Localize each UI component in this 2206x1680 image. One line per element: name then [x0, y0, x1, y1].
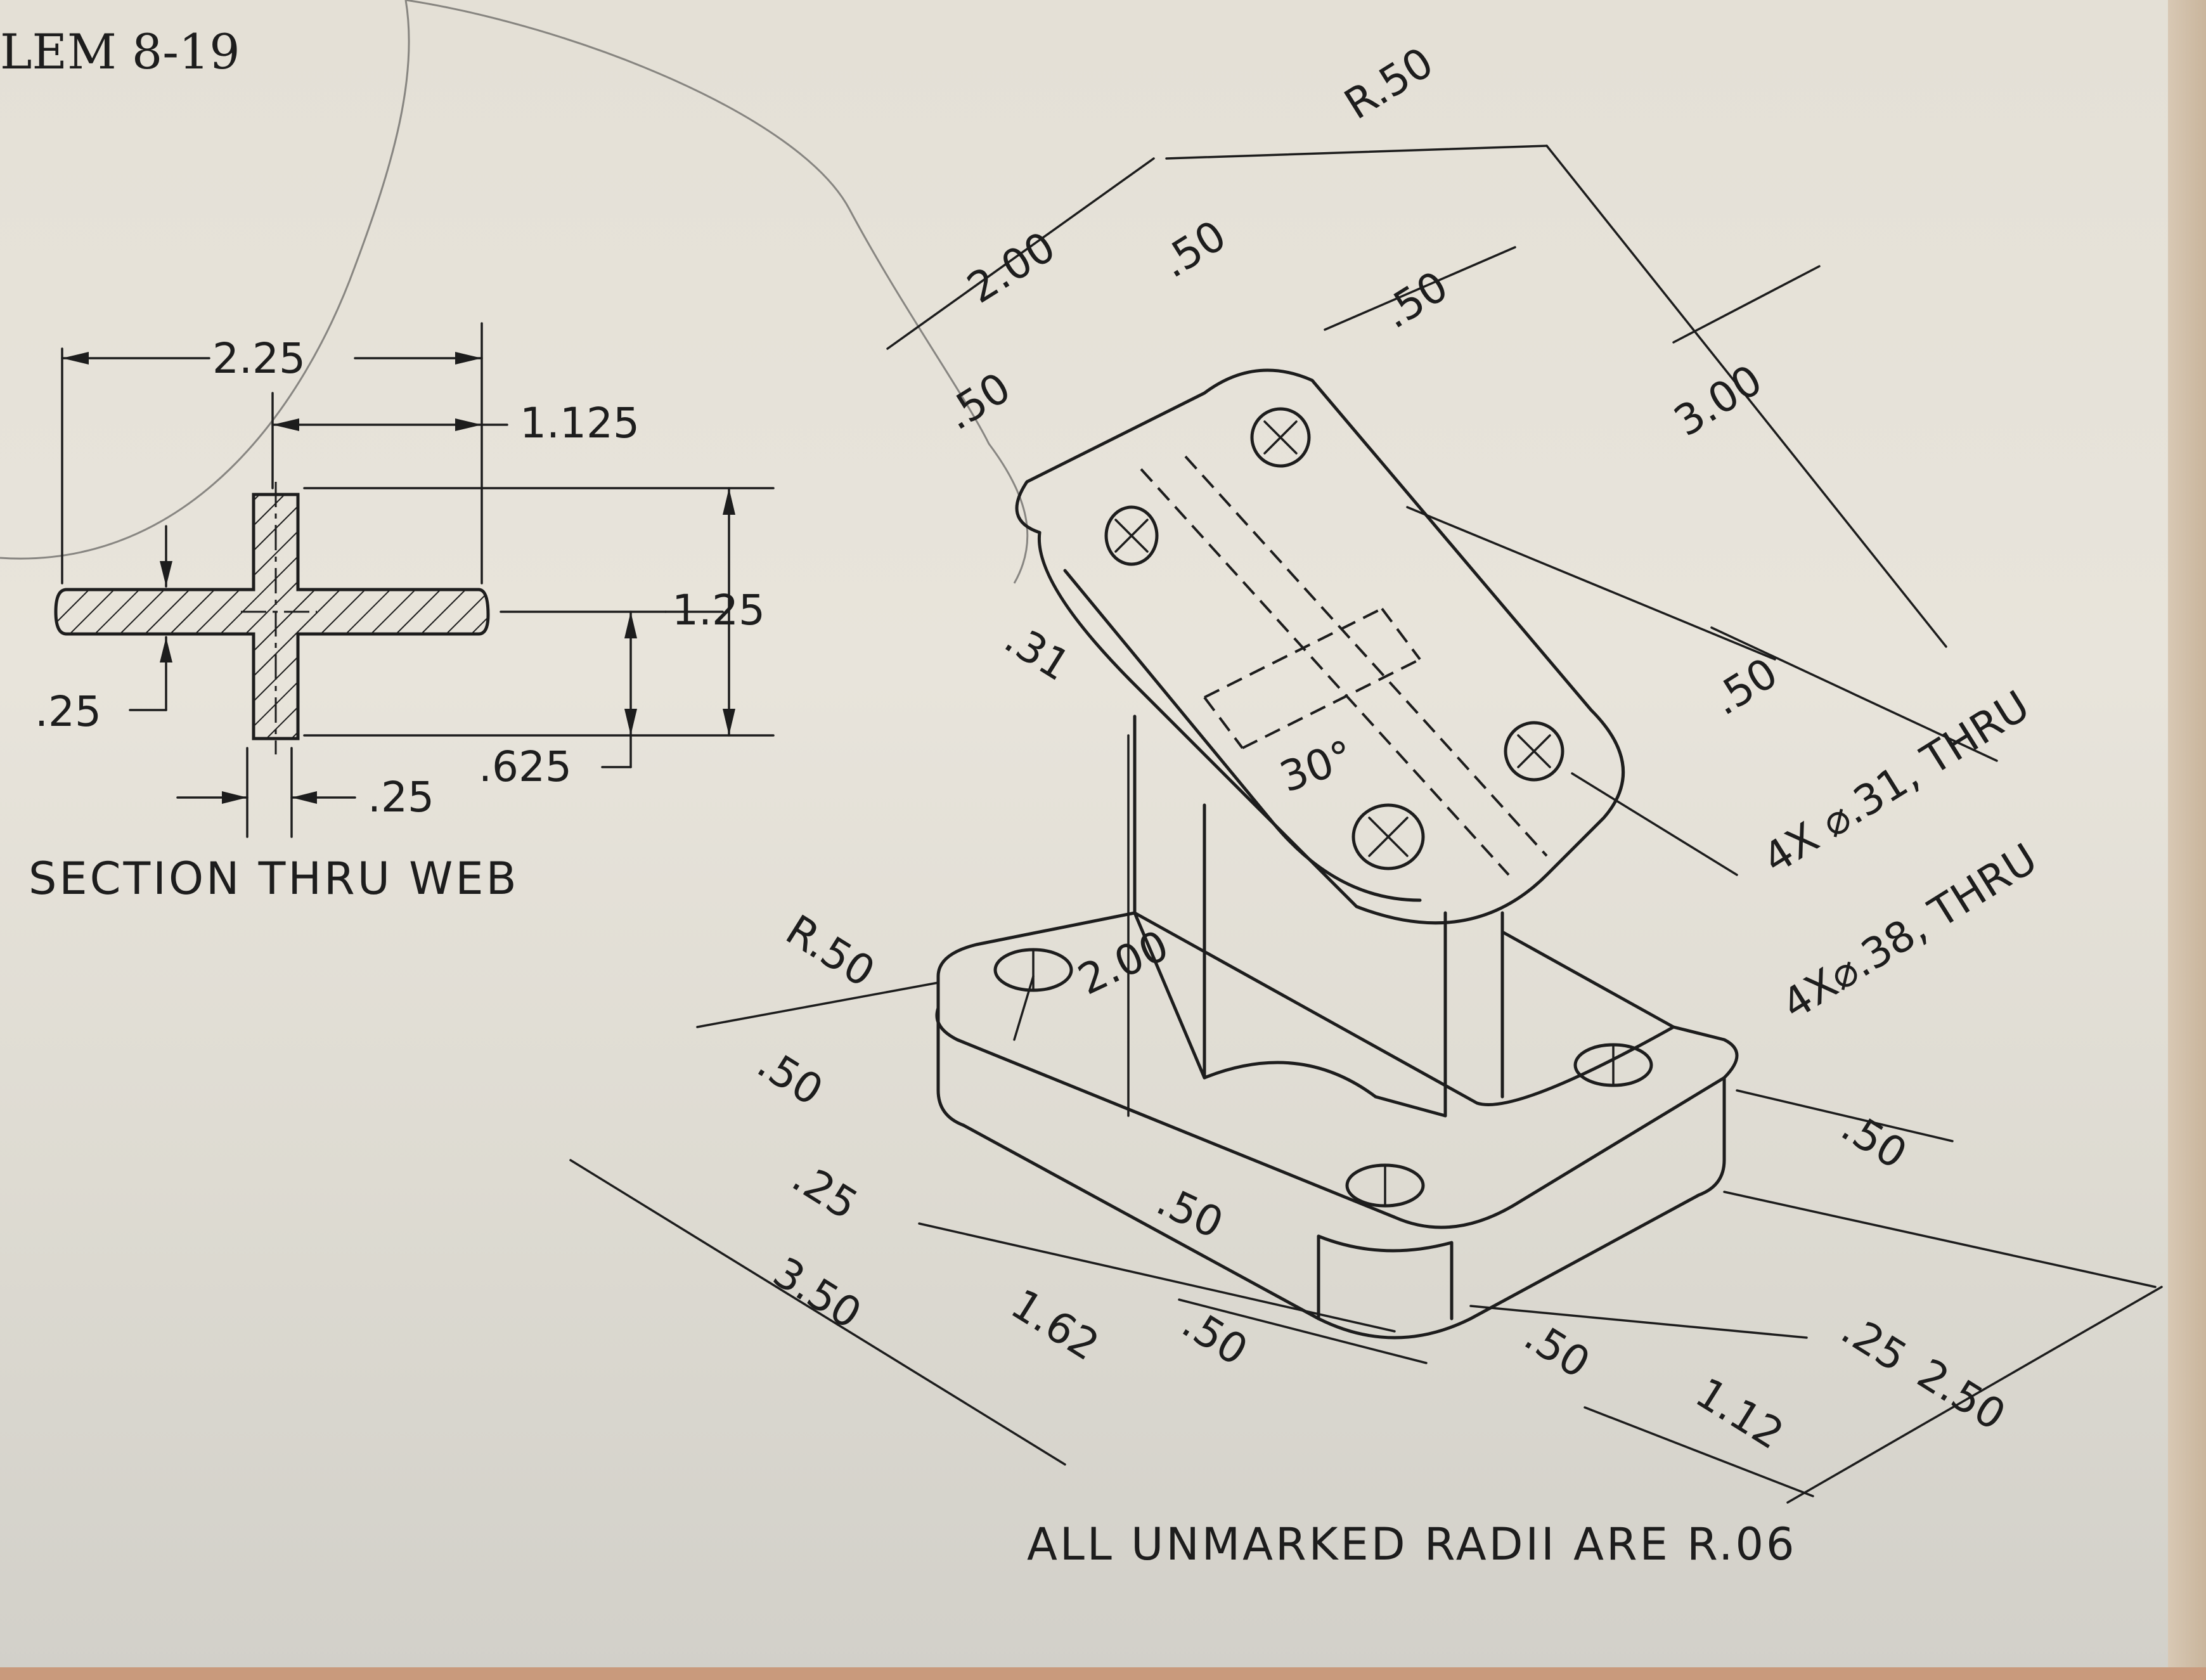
section-caption: SECTION THRU WEB [29, 853, 519, 905]
base-right-face [1317, 1076, 1726, 1340]
dim-half-width: 1.125 [520, 399, 640, 448]
top-hidden-slot [1140, 455, 1548, 876]
dim-base-radius: R.50 [778, 905, 884, 997]
dim-top-length: 3.00 [1666, 355, 1771, 446]
dim-top-slot: .50 [1152, 211, 1235, 288]
dim-height: 1.25 [672, 586, 765, 635]
top-plate-inner-edge [1063, 569, 1422, 902]
web-left-flange [1133, 714, 1206, 1080]
dim-top-width: 2.00 [959, 222, 1064, 313]
dim-flange-thickness: .25 [35, 687, 101, 736]
dim-base-left-edge: .50 [749, 1038, 832, 1115]
page-bottom-strip [0, 1667, 2206, 1680]
base-top-face [935, 911, 1739, 1229]
pencil-sketch-curve [0, 0, 1029, 584]
page-edge [2168, 0, 2206, 1680]
dim-half-height: .625 [479, 742, 572, 791]
general-note: ALL UNMARKED RADII ARE R.06 [1027, 1518, 1797, 1570]
dim-base-right-c: 1.12 [1687, 1368, 1792, 1459]
section-cross-shape [54, 493, 490, 740]
dim-top-thickness: .31 [997, 614, 1079, 690]
top-plate-outline [1015, 368, 1625, 925]
dim-angle: 30° [1274, 731, 1360, 802]
base-hole-1 [993, 948, 1073, 992]
base-hole-2 [1345, 1163, 1425, 1208]
dim-base-length: 3.50 [765, 1248, 870, 1338]
dim-base-right-b: .25 [1833, 1305, 1916, 1381]
top-hole-1 [1104, 505, 1159, 566]
dim-base-right-top: .50 [1833, 1102, 1916, 1179]
top-hole-2 [1250, 407, 1311, 468]
top-hole-3 [1504, 721, 1564, 782]
web-right-flange [1443, 911, 1675, 1118]
isometric-view: 2.00 .50 .50 R.50 .50 3.00 .50 4X ⌀.31, … [569, 38, 2163, 1570]
dim-web-height: 2.00 [1071, 921, 1176, 1005]
top-hole-4 [1351, 803, 1425, 870]
dim-base-width: 2.50 [1909, 1349, 2014, 1440]
base-hole-3 [1573, 1043, 1653, 1087]
iso-dimension-lines [569, 145, 2163, 1504]
dim-top-hole-offset: .50 [1374, 262, 1457, 339]
dim-top-radius: R.50 [1336, 38, 1442, 129]
dim-base-front-edge: .50 [1174, 1298, 1256, 1375]
dim-base-height: .50 [1149, 1176, 1230, 1248]
dim-base-right-a: .50 [1516, 1311, 1599, 1388]
problem-title: LEM 8-19 [0, 23, 240, 80]
dim-overall-width: 2.25 [212, 334, 306, 383]
dim-base-web-offset: .25 [784, 1153, 867, 1229]
base-left-face [936, 1006, 1320, 1321]
section-view: 2.25 1.125 1.25 .625 .25 .25 SECTIO [29, 322, 775, 905]
base-front-boss [1317, 1234, 1454, 1321]
note-base-holes: 4X⌀.38, THRU [1774, 834, 2046, 1030]
dim-base-half: 1.62 [1003, 1279, 1107, 1370]
dim-web-thickness: .25 [368, 773, 434, 822]
web-center-rib [1203, 1061, 1447, 1118]
